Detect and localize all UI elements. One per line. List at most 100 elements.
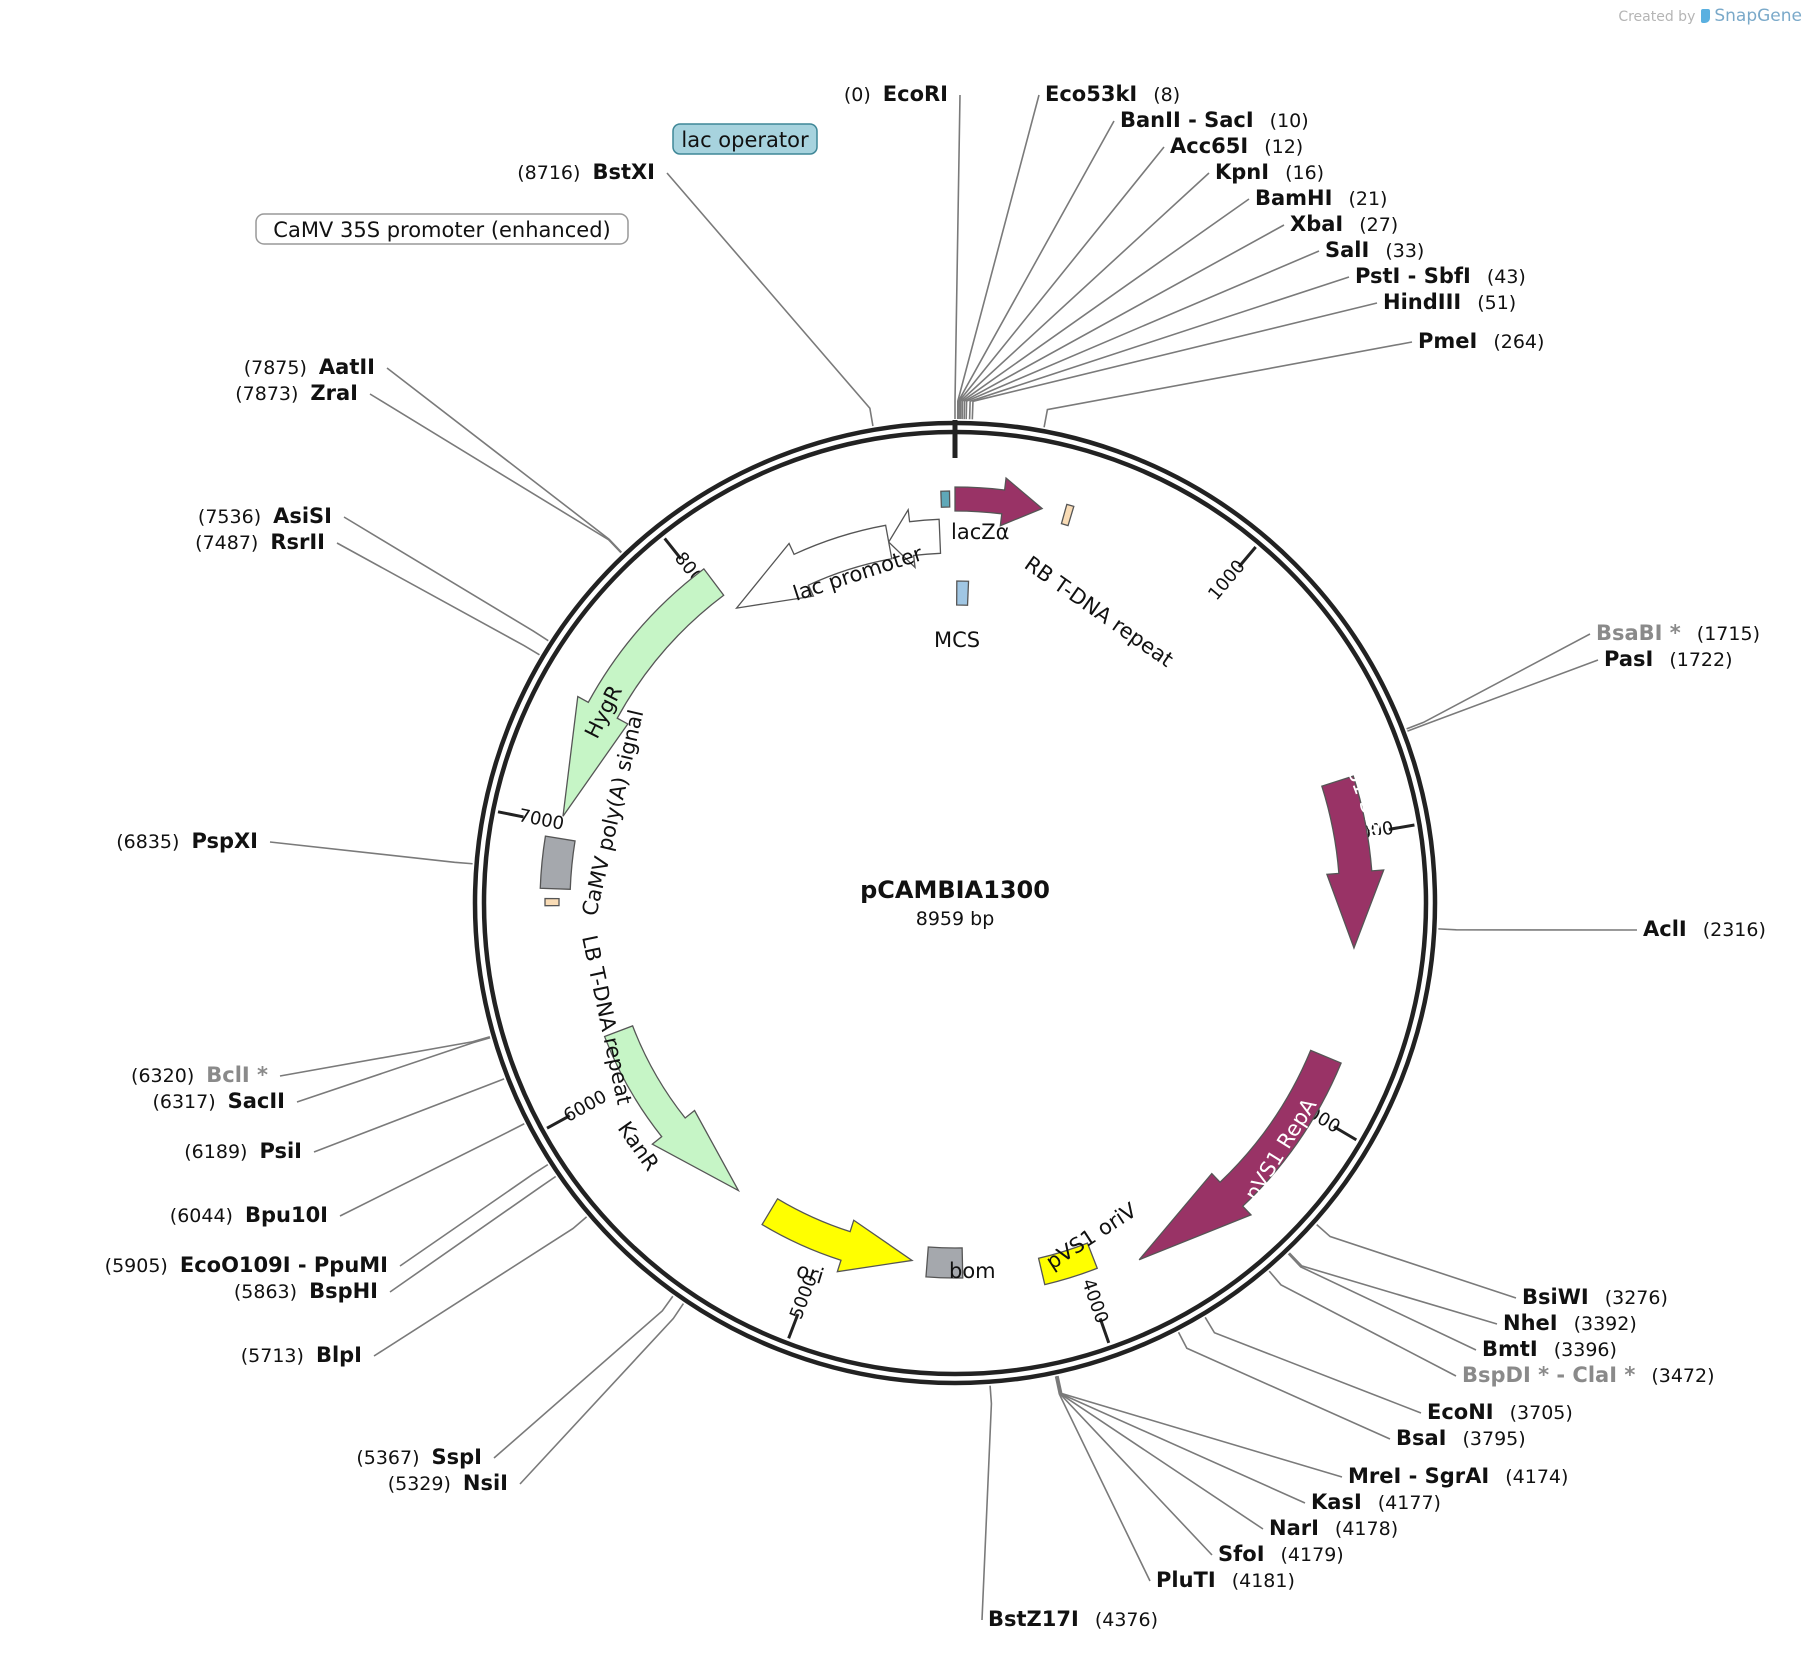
- site-label-rsrii[interactable]: (7487)RsrII: [195, 530, 325, 554]
- site-label-sspi[interactable]: (5367)SspI: [356, 1445, 482, 1469]
- site-label-bcli[interactable]: (6320)BclI *: [131, 1063, 268, 1087]
- plasmid-name: pCAMBIA1300: [860, 876, 1050, 904]
- site-line-bamhi: [961, 198, 1250, 420]
- feature-ori[interactable]: [761, 1197, 914, 1273]
- site-name-pluti: PluTI: [1156, 1568, 1216, 1592]
- feature-pvs1-repa[interactable]: [1138, 1049, 1342, 1261]
- site-label-bsai[interactable]: BsaI(3795): [1396, 1426, 1526, 1450]
- feature-label-rb-tdna: RB T-DNA repeat: [1020, 551, 1178, 671]
- feature-bom[interactable]: [925, 1246, 964, 1279]
- feature-kanr[interactable]: [603, 1025, 741, 1193]
- tick-label-6000: 6000: [560, 1086, 610, 1127]
- site-pos-bmti: (3396): [1554, 1339, 1617, 1361]
- site-label-sacii[interactable]: (6317)SacII: [152, 1089, 285, 1113]
- site-label-asisi[interactable]: (7536)AsiSI: [198, 504, 332, 528]
- site-line-psti-sbfi: [968, 276, 1350, 420]
- plasmid-length: 8959 bp: [916, 908, 995, 930]
- site-name-pasi: PasI: [1604, 647, 1653, 671]
- feature-lb-t-dna-repeat[interactable]: [544, 897, 560, 907]
- feature-label-laczalpha: lacZα: [951, 520, 1009, 544]
- site-label-ecori[interactable]: (0)EcoRI: [844, 82, 948, 106]
- feature-camv-35s-promoter-enhanced[interactable]: [734, 524, 893, 609]
- site-pos-psii: (6189): [184, 1141, 247, 1163]
- feature-label-lb-tdna: LB T-DNA repeat: [577, 933, 636, 1107]
- feature-hygr[interactable]: [562, 567, 725, 817]
- site-label-nhei[interactable]: NheI(3392): [1503, 1311, 1637, 1335]
- feature-pvs1-oriv[interactable]: [1037, 1242, 1099, 1286]
- lac-operator-label-box[interactable]: [672, 123, 818, 155]
- site-name-xbai: XbaI: [1290, 212, 1343, 236]
- tick-mark-6000: [546, 1114, 571, 1130]
- site-label-banii-saci[interactable]: BanII - SacI(10): [1120, 108, 1309, 132]
- site-name-bspdi-clai: BspDI * - ClaI *: [1462, 1363, 1635, 1387]
- site-line-bstz17i: [981, 1385, 993, 1621]
- site-label-acc65i[interactable]: Acc65I(12): [1170, 134, 1303, 158]
- site-line-bsiwi: [1316, 1223, 1517, 1299]
- site-label-ecoo109i-ppumi[interactable]: (5905)EcoO109I - PpuMI: [105, 1253, 388, 1277]
- feature-lac-promoter[interactable]: [887, 507, 942, 570]
- site-label-aatii[interactable]: (7875)AatII: [244, 355, 375, 379]
- site-label-psii[interactable]: (6189)PsiI: [184, 1139, 302, 1163]
- site-label-mrei-sgrai[interactable]: MreI - SgrAI(4174): [1348, 1464, 1568, 1488]
- site-pos-bsabi: (1715): [1697, 623, 1760, 645]
- site-label-xbai[interactable]: XbaI(27): [1290, 212, 1398, 236]
- site-label-nsii[interactable]: (5329)NsiI: [388, 1471, 508, 1495]
- site-label-psti-sbfi[interactable]: PstI - SbfI(43): [1355, 264, 1526, 288]
- site-line-rsrii: [336, 542, 540, 656]
- credit-prefix: Created by: [1618, 9, 1696, 25]
- site-label-bstz17i[interactable]: BstZ17I(4376): [988, 1607, 1158, 1631]
- site-pos-bstz17i: (4376): [1095, 1609, 1158, 1631]
- site-pos-econi: (3705): [1510, 1402, 1573, 1424]
- tick-mark-2000: [1388, 823, 1415, 831]
- site-label-bsabi[interactable]: BsaBI * (1715): [1596, 621, 1760, 645]
- site-label-zrai[interactable]: (7873)ZraI: [235, 381, 358, 405]
- site-label-bstxi[interactable]: (8716)BstXI: [517, 160, 655, 184]
- site-pos-pspxi: (6835): [116, 831, 179, 853]
- site-line-pasi: [1407, 659, 1599, 732]
- feature-pvs1-staa[interactable]: [1321, 775, 1385, 950]
- site-name-nsii: NsiI: [463, 1471, 508, 1495]
- site-label-bamhi[interactable]: BamHI(21): [1255, 186, 1387, 210]
- site-line-psii: [313, 1078, 505, 1153]
- site-label-eco53ki[interactable]: Eco53kI(8): [1045, 82, 1180, 106]
- site-label-bspdi-clai[interactable]: BspDI * - ClaI *(3472): [1462, 1363, 1715, 1387]
- site-label-pmei[interactable]: PmeI(264): [1418, 329, 1544, 353]
- site-label-kpni[interactable]: KpnI(16): [1215, 160, 1324, 184]
- snapgene-logo-icon: [1701, 9, 1711, 23]
- site-line-econi: [1204, 1316, 1422, 1414]
- site-label-pspxi[interactable]: (6835)PspXI: [116, 829, 258, 853]
- site-name-bcli: BclI *: [206, 1063, 268, 1087]
- feature-lacz[interactable]: [954, 476, 1044, 527]
- site-label-hindiii[interactable]: HindIII(51): [1383, 290, 1516, 314]
- site-line-hindiii: [971, 302, 1378, 420]
- site-label-pluti[interactable]: PluTI(4181): [1156, 1568, 1295, 1592]
- site-label-bsphi[interactable]: (5863)BspHI: [234, 1279, 378, 1303]
- site-label-acli[interactable]: AclI(2316): [1643, 917, 1766, 941]
- site-name-bmti: BmtI: [1482, 1337, 1538, 1361]
- site-label-bsiwi[interactable]: BsiWI(3276): [1522, 1285, 1668, 1309]
- feature-rb-t-dna-repeat[interactable]: [1060, 503, 1075, 527]
- site-label-bpu10i[interactable]: (6044)Bpu10I: [170, 1203, 328, 1227]
- site-name-bsabi: BsaBI *: [1596, 621, 1681, 645]
- site-name-rsrii: RsrII: [270, 530, 325, 554]
- site-pos-sfoi: (4179): [1281, 1544, 1344, 1566]
- feature-labels: lacZα RB T-DNA repeat MCS lac operator l…: [255, 123, 1394, 1289]
- site-label-sali[interactable]: SalI(33): [1325, 238, 1424, 262]
- site-label-econi[interactable]: EcoNI(3705): [1427, 1400, 1573, 1424]
- tick-label-4000: 4000: [1077, 1276, 1112, 1326]
- feature-mcs[interactable]: [956, 580, 970, 606]
- site-label-nari[interactable]: NarI(4178): [1269, 1516, 1398, 1540]
- site-line-sspi: [493, 1295, 674, 1459]
- camv35s-label-box[interactable]: [255, 213, 629, 245]
- site-label-sfoi[interactable]: SfoI(4179): [1218, 1542, 1344, 1566]
- site-line-xbai: [963, 224, 1285, 420]
- site-label-kasi[interactable]: KasI(4177): [1311, 1490, 1441, 1514]
- site-label-blpi[interactable]: (5713)BlpI: [241, 1343, 362, 1367]
- tick-mark-1000: [1237, 546, 1257, 568]
- feature-camv-poly-a-signal[interactable]: [539, 835, 576, 890]
- site-name-mrei-sgrai: MreI - SgrAI: [1348, 1464, 1489, 1488]
- feature-lac-operator[interactable]: [940, 490, 951, 508]
- site-label-bmti[interactable]: BmtI (3396): [1482, 1337, 1617, 1361]
- site-label-pasi[interactable]: PasI(1722): [1604, 647, 1733, 671]
- feature-label-mcs: MCS: [934, 628, 980, 652]
